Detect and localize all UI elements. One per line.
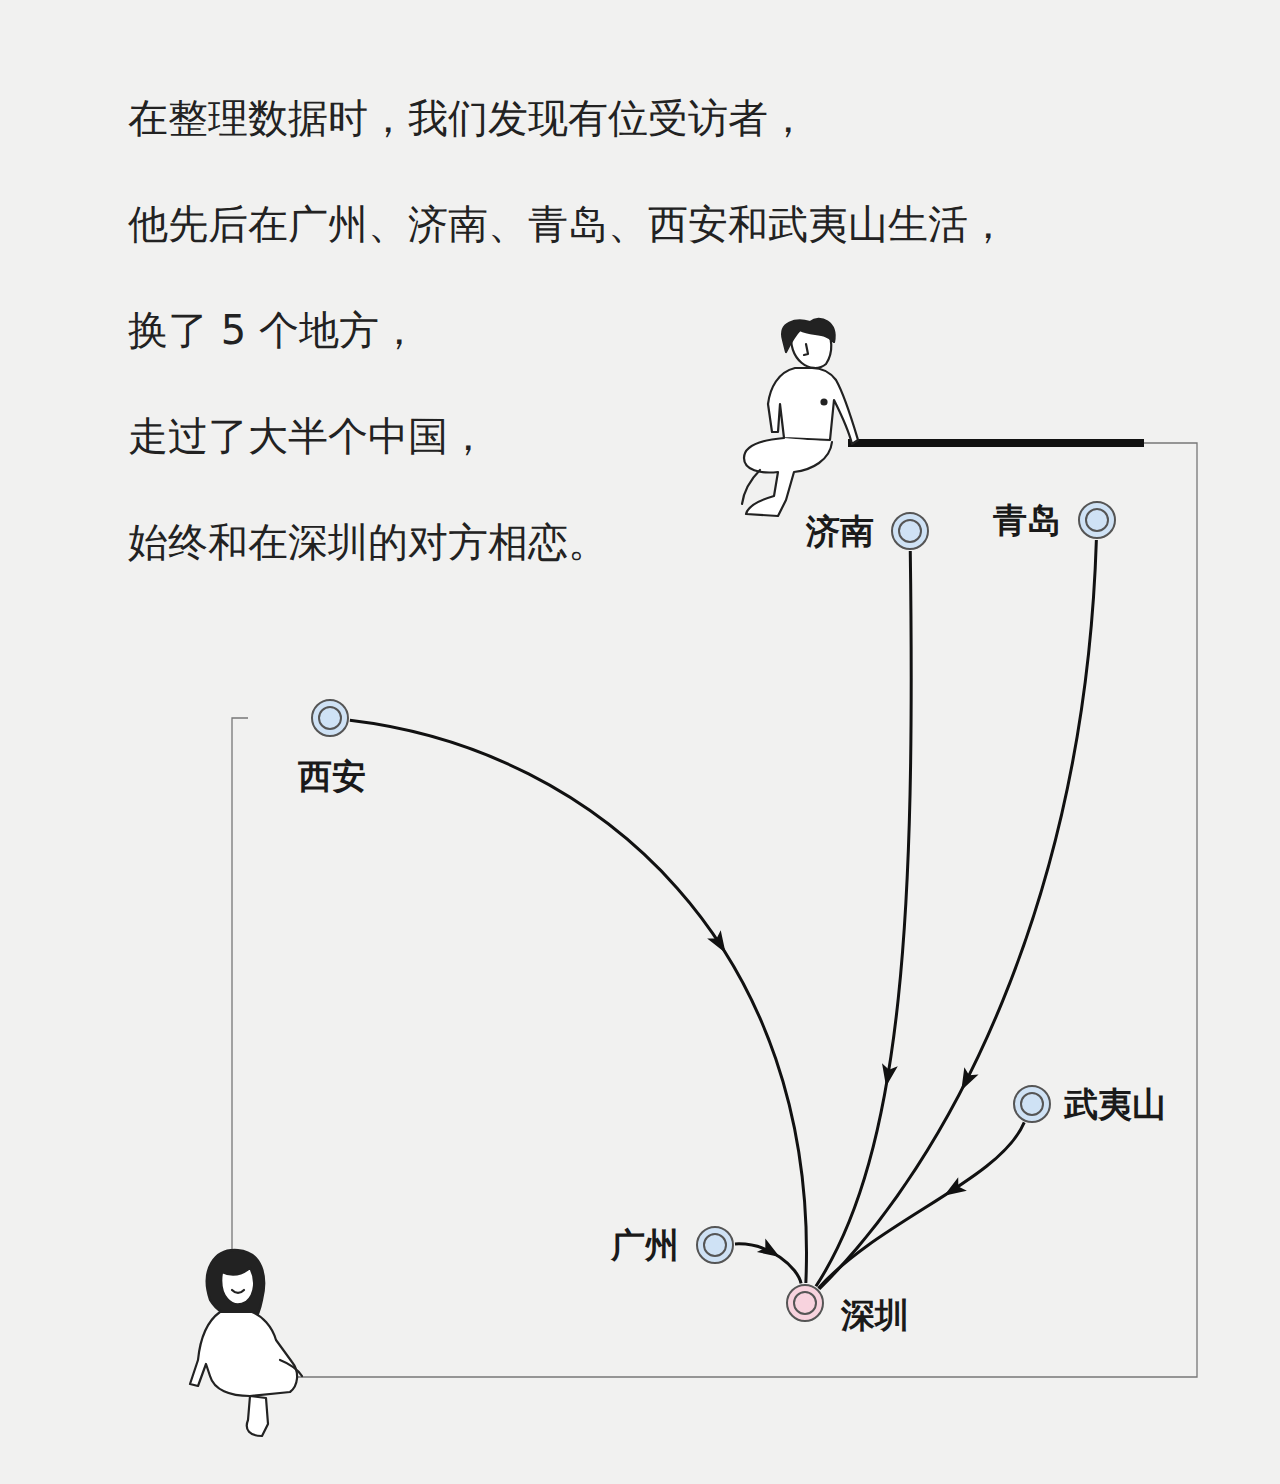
- city-node: 武夷山: [1012, 1084, 1052, 1124]
- body-text: 在整理数据时，我们发现有位受访者，: [128, 94, 808, 142]
- route-line: [819, 540, 1096, 1289]
- city-node: 西安: [310, 698, 350, 738]
- route-line: [350, 720, 807, 1283]
- city-label: 西安: [298, 756, 366, 797]
- route-arrow: [735, 1238, 801, 1283]
- body-text: 换了 5 个地方，: [128, 306, 419, 354]
- route-line: [816, 551, 911, 1286]
- ledge-bar: [848, 439, 1144, 447]
- city-node: 青岛: [1077, 500, 1117, 540]
- route-arrow: [818, 1122, 1024, 1288]
- city-node: 深圳: [785, 1283, 825, 1323]
- frame-line: [290, 443, 1197, 1377]
- city-circle: [310, 698, 350, 738]
- city-label: 济南: [806, 511, 874, 552]
- arrow-head: [757, 1238, 780, 1256]
- city-circle: [785, 1283, 825, 1323]
- body-text: 走过了大半个中国，: [128, 412, 488, 460]
- arrow-head: [882, 1063, 898, 1086]
- city-label: 青岛: [993, 500, 1061, 541]
- woman-figure: [190, 1250, 302, 1436]
- city-circle: [1012, 1084, 1052, 1124]
- arrow-head: [944, 1177, 967, 1196]
- route-arrow: [819, 540, 1096, 1289]
- route-arrow: [816, 551, 911, 1286]
- city-label: 武夷山: [1064, 1084, 1166, 1125]
- arrow-head: [961, 1067, 978, 1090]
- city-circle: [695, 1225, 735, 1265]
- arrow-head: [707, 930, 725, 953]
- body-text: 始终和在深圳的对方相恋。: [128, 518, 608, 566]
- city-label: 广州: [611, 1225, 679, 1266]
- route-arrow: [350, 720, 807, 1283]
- city-circle: [890, 511, 930, 551]
- city-circle: [1077, 500, 1117, 540]
- city-node: 广州: [695, 1225, 735, 1265]
- man-figure: [742, 319, 858, 516]
- body-text: 他先后在广州、济南、青岛、西安和武夷山生活，: [128, 200, 1008, 248]
- route-line: [818, 1122, 1024, 1288]
- city-label: 深圳: [841, 1295, 909, 1336]
- city-node: 济南: [890, 511, 930, 551]
- frame-line: [232, 718, 248, 1255]
